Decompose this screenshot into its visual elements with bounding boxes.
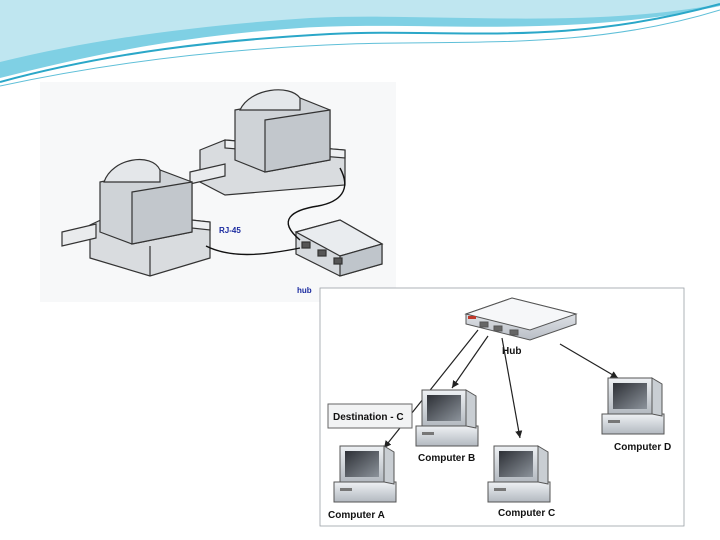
computer-c: Computer C [487,445,555,519]
drive-bay [422,432,434,435]
computer-label: Computer D [614,442,671,453]
monitor-side [537,445,549,485]
computer-label: Computer A [328,510,385,521]
front-computer [61,158,211,277]
link-to-computer-d [559,343,619,379]
cable-rear [287,167,346,241]
drive-bay [340,488,352,491]
drive-bay [608,420,620,423]
computer-b: Computer B [415,389,479,464]
system-unit [415,425,479,447]
rj45-label: RJ-45 [219,226,241,235]
computer-d: Computer D [601,377,671,453]
header-wave-decoration [0,0,720,87]
monitor-screen [613,383,647,409]
hub-device [464,297,578,341]
cable-front [205,245,301,256]
computer-group: Computer A Computer B Computer C Computer D [328,377,671,521]
monitor-screen [427,395,461,421]
monitor-screen [499,451,533,477]
computer-a: Computer A [328,445,397,521]
top-network-illustration: RJ-45 hub [40,82,396,302]
destination-callout-text: Destination - C [333,412,404,423]
top-hub-device [294,219,384,277]
hub-label-top: hub [297,286,312,295]
monitor-screen [345,451,379,477]
system-unit [333,481,397,503]
link-to-computer-c [501,337,523,439]
destination-callout: Destination - C [327,403,413,429]
monitor-side [465,389,477,429]
hub-label: Hub [502,346,521,357]
computer-label: Computer C [498,508,555,519]
system-unit [601,413,665,435]
monitor-side [651,377,663,417]
system-unit [487,481,551,503]
monitor-side [383,445,395,485]
link-to-computer-b [451,335,489,389]
drive-bay [494,488,506,491]
bottom-hub-diagram: Hub Destination - C Computer A Computer B… [319,287,685,527]
computer-label: Computer B [418,453,475,464]
